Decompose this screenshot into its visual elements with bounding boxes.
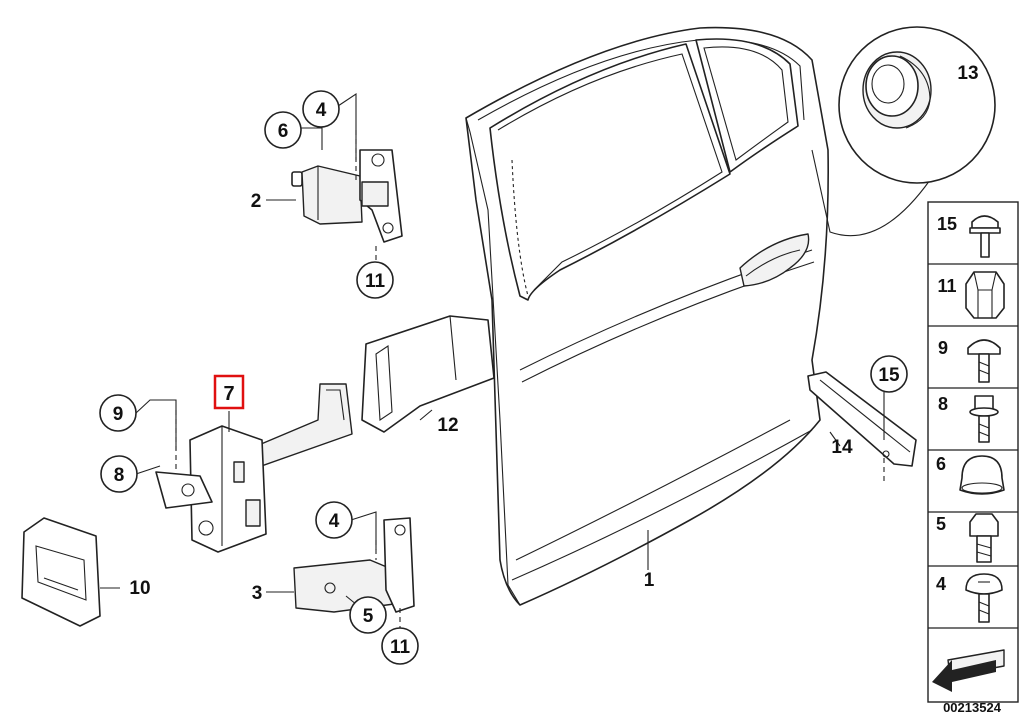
svg-text:4: 4 (936, 574, 946, 594)
svg-text:11: 11 (365, 271, 386, 292)
svg-text:2: 2 (251, 191, 262, 212)
svg-text:6: 6 (936, 454, 946, 474)
bracket-illustration (807, 371, 917, 467)
svg-text:15: 15 (878, 365, 900, 386)
svg-text:10: 10 (129, 578, 150, 599)
cap-icon (959, 455, 1005, 495)
plug-detail-view (811, 26, 996, 237)
svg-text:11: 11 (390, 637, 411, 658)
lower-hinge-illustration (293, 517, 415, 613)
svg-text:8: 8 (938, 394, 948, 414)
label-14: 14 (831, 437, 853, 458)
panel-item-5: 5 (936, 513, 999, 563)
panel-item-11: 11 (937, 271, 1005, 319)
svg-text:00213524: 00213524 (943, 700, 1002, 715)
fastener-panel: 15 11 9 8 (927, 201, 1019, 703)
rear-door-illustration (465, 26, 829, 606)
svg-text:6: 6 (278, 121, 289, 142)
pan-head-screw-icon (967, 339, 1001, 383)
torx-screw-icon (969, 215, 1001, 258)
svg-text:15: 15 (937, 214, 957, 234)
label-1: 1 (644, 570, 655, 591)
panel-item-9: 9 (938, 338, 1001, 383)
panel-item-6: 6 (936, 454, 1005, 495)
hex-bolt-icon (969, 513, 999, 563)
callout-6: 6 (264, 111, 302, 149)
panel-item-8: 8 (938, 394, 999, 443)
hex-bolt-with-washer-icon (969, 395, 999, 443)
svg-text:13: 13 (957, 63, 978, 84)
callout-8: 8 (100, 455, 138, 493)
callout-9: 9 (99, 394, 137, 432)
callout-11-upper: 11 (356, 261, 394, 299)
svg-text:5: 5 (363, 606, 374, 627)
door-check-strap-illustration (155, 383, 353, 553)
hex-nut-icon (965, 271, 1005, 319)
callout-7-highlighted: 7 (213, 374, 245, 410)
svg-text:12: 12 (437, 415, 458, 436)
svg-text:11: 11 (937, 276, 956, 296)
diagram-number: 00213524 (943, 700, 1002, 715)
svg-text:9: 9 (113, 404, 124, 425)
label-2: 2 (251, 191, 262, 212)
torx-flange-screw-icon (965, 573, 1003, 623)
panel-item-15: 15 (937, 214, 1001, 258)
callout-11-lower: 11 (381, 627, 419, 665)
rubber-boot-illustration (361, 315, 495, 433)
svg-text:9: 9 (938, 338, 948, 358)
arrow-plate-icon (932, 649, 1005, 692)
label-13: 13 (957, 63, 978, 84)
svg-text:5: 5 (936, 514, 946, 534)
callout-4-upper: 4 (302, 90, 340, 128)
label-3: 3 (252, 583, 263, 604)
callout-4-lower: 4 (315, 501, 353, 539)
svg-text:8: 8 (114, 465, 125, 486)
label-10: 10 (129, 578, 150, 599)
upper-hinge-illustration (291, 149, 403, 243)
callout-5: 5 (349, 596, 387, 634)
svg-text:4: 4 (329, 511, 340, 532)
callout-15-bracket: 15 (870, 355, 908, 393)
svg-text:3: 3 (252, 583, 263, 604)
svg-text:7: 7 (223, 383, 234, 405)
panel-item-4: 4 (936, 573, 1003, 623)
svg-text:14: 14 (831, 437, 853, 458)
grommet-cover-illustration (21, 517, 101, 627)
svg-text:1: 1 (644, 570, 655, 591)
svg-text:4: 4 (316, 100, 327, 121)
leader-lines (100, 92, 885, 628)
label-12: 12 (437, 415, 458, 436)
